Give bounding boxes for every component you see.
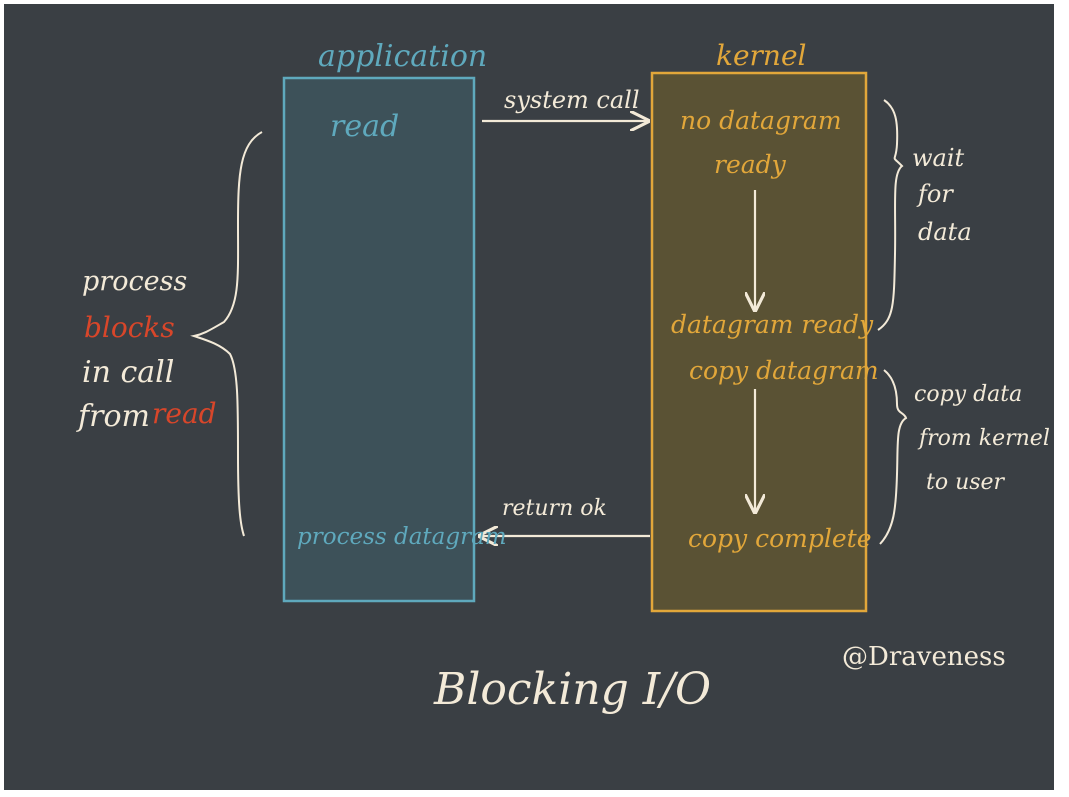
kernel-no-datagram-text: no datagram [680, 106, 842, 135]
copy-data-brace [879, 369, 908, 545]
process-blocks-brace [190, 131, 263, 537]
left-note-process: process [82, 266, 188, 297]
kernel-datagram-ready-text: datagram ready [671, 310, 874, 339]
kernel-copy-datagram-text: copy datagram [689, 356, 879, 385]
kernel-ready-text: ready [714, 150, 786, 179]
left-note-blocks: blocks [84, 311, 175, 344]
diagram-graphics [190, 71, 908, 613]
credit-text: @Draveness [842, 642, 1006, 672]
left-note-read: read [152, 397, 217, 430]
copy-note-line-3: to user [926, 470, 1005, 495]
application-box [282, 76, 476, 603]
kernel-copy-complete-text: copy complete [688, 524, 872, 553]
wait-note-line-2: for [918, 180, 953, 208]
kernel-box [650, 71, 868, 613]
copy-note-line-1: copy data [914, 382, 1023, 407]
wait-note-line-1: wait [912, 144, 965, 172]
kernel-label: kernel [716, 39, 807, 72]
system-call-label: system call [504, 86, 640, 114]
application-label: application [318, 39, 488, 74]
wait-for-data-brace [877, 99, 904, 331]
left-note-in-call: in call [82, 355, 175, 390]
diagram-title: Blocking I/O [434, 664, 712, 715]
blackboard: application kernel read process datagram… [4, 4, 1054, 790]
copy-note-line-2: from kernel [919, 426, 1050, 451]
left-note-from: from [78, 399, 150, 434]
app-process-datagram-text: process datagram [297, 524, 507, 550]
return-ok-label: return ok [502, 496, 607, 521]
wait-note-line-3: data [918, 218, 972, 246]
app-read-text: read [330, 109, 400, 144]
